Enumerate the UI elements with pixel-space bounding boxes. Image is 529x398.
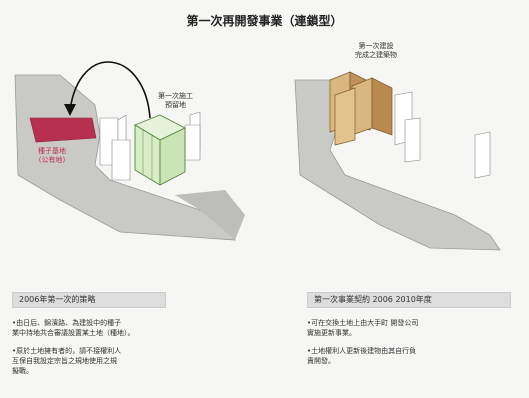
left-bullets: •由日后、錦濱路、為建設中的種子 業中持地共合審議設置某土地（種地）。 •原於土…: [12, 318, 252, 384]
completed-buildings: [329, 71, 393, 146]
left-bullet-1: •由日后、錦濱路、為建設中的種子 業中持地共合審議設置某土地（種地）。: [12, 319, 135, 337]
seed-site-block: [29, 117, 97, 143]
left-section-header: 2006年第一次的策略: [12, 292, 166, 308]
right-bullet-1: •可在交換土地上由大手町 開發公司 實施更新事業。: [307, 319, 419, 337]
first-construction-block: [133, 114, 187, 186]
right-existing-buildings: [394, 91, 491, 179]
diagram-title: 第一次再開發事業（連鎖型）: [186, 14, 343, 28]
right-building-label: 第一次建設 完成之建築物: [355, 42, 397, 59]
left-existing-buildings: [99, 111, 201, 181]
right-section-header: 第一次事業契約 2006 2010年度: [307, 292, 511, 308]
left-bullet-2: •原於土地擁有者的，請不接權利人 互保自我設定宗旨之規地使用之規 擬戰。: [12, 347, 122, 375]
right-bullets: •可在交換土地上由大手町 開發公司 實施更新事業。 •土地權利人更新後建物由其自…: [307, 318, 517, 374]
arrow-head: [64, 104, 76, 116]
left-site-ground: [14, 74, 245, 241]
relocation-arrow: [69, 61, 151, 119]
seed-site-label: 種子基地 (公有地): [38, 147, 66, 164]
right-bullet-2: •土地權利人更新後建物由其自行負 責開發。: [307, 347, 417, 365]
left-building-label: 第一次施工 預留地: [158, 92, 193, 109]
